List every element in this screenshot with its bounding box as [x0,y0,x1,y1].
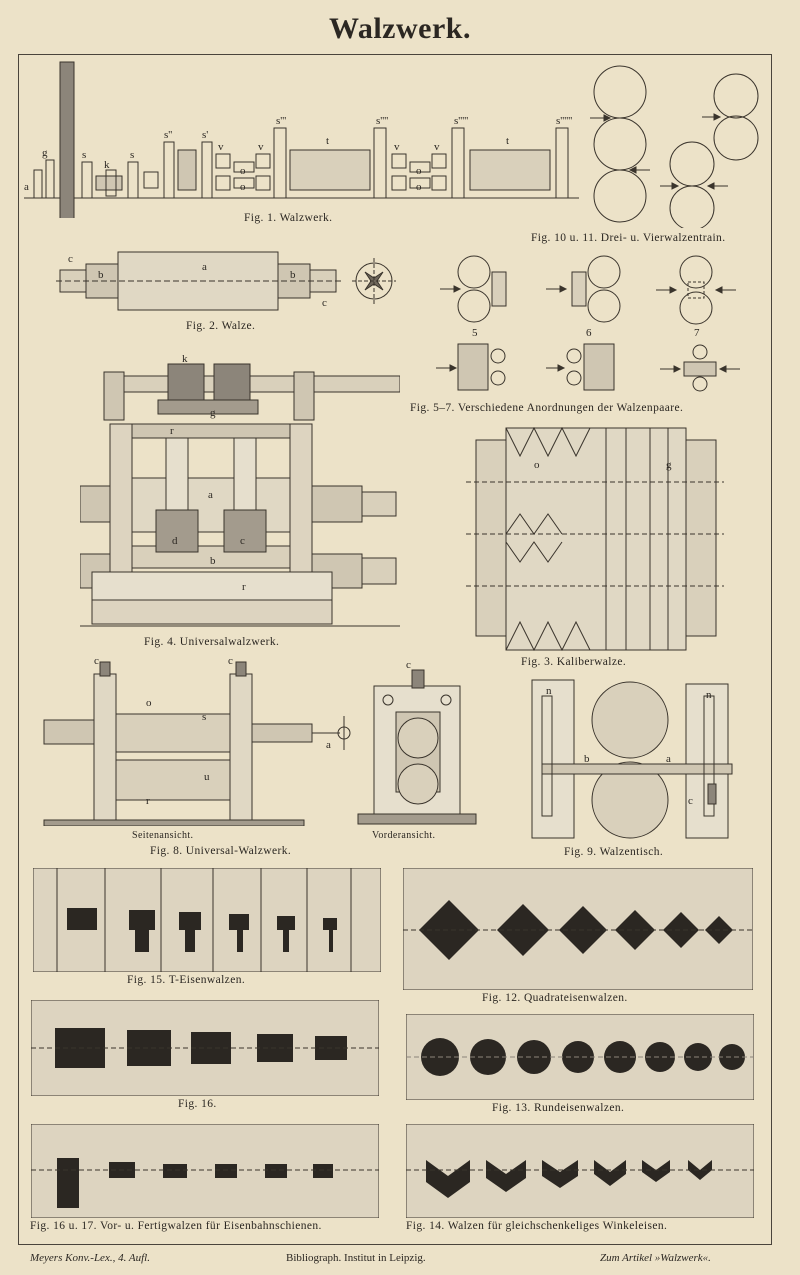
fig12-caption: Fig. 12. Quadrateisenwalzen. [482,992,628,1004]
fig1-label-s1: s [82,149,86,161]
fig3-caption: Fig. 3. Kaliberwalze. [521,656,627,668]
fig1-label-o4: o [416,181,422,193]
fig14-caption: Fig. 14. Walzen für gleichschenkeliges W… [406,1220,668,1232]
fig16-caption: Fig. 16. [178,1098,217,1110]
fig4-label-a: a [208,489,213,501]
fig2-walze-drawing: c b a b c [56,251,396,311]
fig3-label-o: o [534,459,540,471]
fig1-label-v2: v [258,141,264,153]
fig16-17-drawing [31,1124,379,1218]
fig8-label-c3: c [406,659,411,671]
fig2-label-b1: b [98,269,104,281]
fig1-label-g: g [42,147,48,159]
fig6-label: 6 [586,327,592,339]
fig1-label-t1: t [326,135,329,147]
page-title: Walzwerk. [329,12,471,45]
fig2-label-b2: b [290,269,296,281]
fig1-label-o1: o [240,165,246,177]
fig1-label-t2: t [506,135,509,147]
fig1-label-v3: v [394,141,400,153]
fig15-t-eisenwalzen-drawing [33,868,381,972]
fig8-front-caption: Vorderansicht. [372,830,436,841]
fig2-caption: Fig. 2. Walze. [186,320,256,332]
fig9-walzentisch-drawing: n n b a c [531,679,733,839]
fig8-label-a: a [326,739,331,751]
fig2-label-a: a [202,261,207,273]
fig4-label-b: b [210,555,216,567]
fig8-universal-walzwerk-drawing: c c o s a u r c [43,656,477,826]
fig8-side-caption: Seitenansicht. [132,830,194,841]
fig4-label-d: d [172,535,178,547]
fig12-quadrateisenwalzen-drawing [403,868,753,990]
fig14-winkeleisen-drawing [406,1124,754,1218]
fig16-drawing [31,1000,379,1096]
fig10-11-caption: Fig. 10 u. 11. Drei- u. Vierwalzentrain. [531,232,726,244]
fig5-7-caption: Fig. 5–7. Verschiedene Anordnungen der W… [410,402,684,414]
fig1-label-s7: s''''' [454,115,468,127]
fig5-7-drawing: 5 6 7 [436,255,740,392]
fig1-label-s2: s [130,149,134,161]
fig9-label-n2: n [706,689,712,701]
footer-right: Zum Artikel »Walzwerk«. [600,1252,711,1264]
fig8-label-c1: c [94,656,99,667]
fig7-label: 7 [694,327,700,339]
fig4-caption: Fig. 4. Universalwalzwerk. [144,636,280,648]
fig1-label-s8: s'''''' [556,115,572,127]
fig8-label-r: r [146,795,150,807]
fig1-label-s4: s' [202,129,208,141]
fig3-label-g: g [666,459,672,471]
fig5-label: 5 [472,327,478,339]
fig13-caption: Fig. 13. Rundeisenwalzen. [492,1102,625,1114]
fig10-11-drawing [590,65,759,228]
fig16-17-caption: Fig. 16 u. 17. Vor- u. Fertigwalzen für … [30,1220,322,1232]
fig1-caption: Fig. 1. Walzwerk. [244,212,333,224]
fig1-label-s5: s''' [276,115,286,127]
fig4-universalwalzwerk-drawing: k g r a d c b r [80,353,400,627]
fig8-caption: Fig. 8. Universal-Walzwerk. [150,845,292,857]
fig1-walzwerk-drawing: a g s k s s'' s' v v o o s''' t s'''' v … [24,61,579,218]
fig1-label-s6: s'''' [376,115,388,127]
fig13-rundeisenwalzen-drawing [406,1014,754,1100]
fig8-label-o: o [146,697,152,709]
fig9-label-n1: n [546,685,552,697]
fig1-label-v4: v [434,141,440,153]
fig9-label-a: a [666,753,671,765]
fig8-label-u: u [204,771,210,783]
fig4-label-r2: r [242,581,246,593]
fig4-label-c: c [240,535,245,547]
fig8-label-c2: c [228,656,233,667]
fig1-label-o3: o [416,165,422,177]
fig4-label-k: k [182,353,188,365]
fig1-label-a: a [24,181,29,193]
footer-center: Bibliograph. Institut in Leipzig. [286,1252,426,1264]
fig3-kaliberwalze-drawing: o g [466,426,724,652]
fig2-label-c1: c [68,253,73,265]
plate-frame [18,54,772,1245]
fig1-label-s3: s'' [164,129,172,141]
footer-left: Meyers Konv.-Lex., 4. Aufl. [30,1252,150,1264]
fig9-caption: Fig. 9. Walzentisch. [564,846,664,858]
fig8-label-s: s [202,711,206,723]
fig2-label-c2: c [322,297,327,309]
fig9-label-c: c [688,795,693,807]
fig15-caption: Fig. 15. T-Eisenwalzen. [127,974,246,986]
fig1-label-v1: v [218,141,224,153]
fig9-label-b: b [584,753,590,765]
fig4-label-r1: r [170,425,174,437]
fig1-label-o2: o [240,181,246,193]
fig1-label-k: k [104,159,110,171]
fig4-label-g: g [210,407,216,419]
